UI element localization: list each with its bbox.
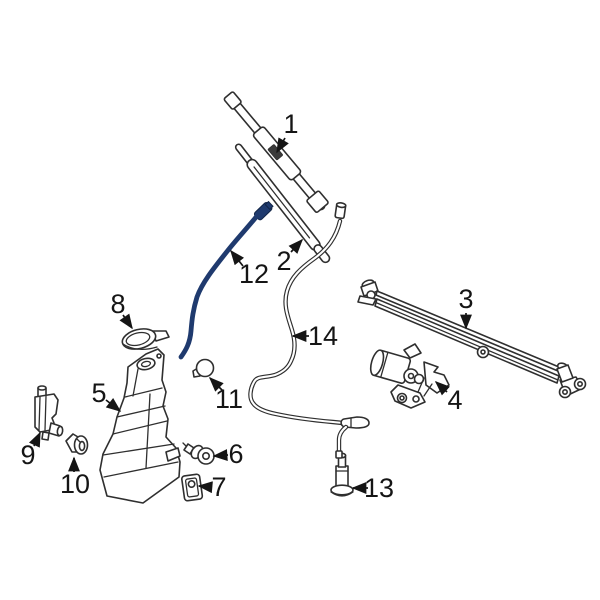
callout-number-grommet: 10 bbox=[60, 469, 90, 499]
washer-pump-drawing bbox=[34, 385, 64, 441]
callout-arrow-screw bbox=[212, 449, 229, 461]
callout-number-washer-pump: 9 bbox=[20, 440, 35, 470]
callout-number-bracket-clip: 7 bbox=[211, 472, 226, 502]
callout-arrow-reservoir-cap bbox=[119, 313, 133, 330]
grommet-drawing bbox=[65, 433, 89, 455]
bracket-clip-drawing bbox=[181, 473, 204, 502]
callout-number-cap-seal: 11 bbox=[215, 384, 243, 414]
washer-reservoir-drawing bbox=[99, 348, 181, 504]
callout-number-wiper-linkage: 3 bbox=[458, 284, 473, 314]
washer-hose-rear-drawing bbox=[248, 202, 370, 459]
callout-arrow-cap-seal bbox=[208, 376, 224, 392]
callout-number-reservoir-cap: 8 bbox=[110, 289, 125, 319]
cap-seal-drawing bbox=[192, 358, 215, 378]
callout-arrow-washer-hose-front bbox=[230, 249, 245, 267]
callout-number-wiper-blade: 1 bbox=[283, 109, 298, 139]
wiper-motor-drawing bbox=[369, 343, 450, 409]
callout-number-wiper-arm: 2 bbox=[276, 246, 291, 276]
callout-arrow-washer-pump bbox=[28, 431, 41, 448]
callout-number-washer-hose-rear: 14 bbox=[308, 321, 338, 351]
callout-number-screw: 6 bbox=[228, 439, 243, 469]
callout-arrow-wiper-blade bbox=[276, 137, 289, 154]
callout-arrow-washer-reservoir bbox=[105, 398, 122, 412]
bolt-drawing bbox=[330, 452, 354, 497]
reservoir-cap-drawing bbox=[121, 328, 170, 351]
callout-arrow-wiper-arm bbox=[288, 238, 304, 254]
wiper-linkage-drawing bbox=[357, 279, 587, 399]
washer-hose-front-drawing bbox=[178, 200, 274, 360]
callout-number-washer-reservoir: 5 bbox=[91, 378, 106, 408]
callout-number-washer-hose-front: 12 bbox=[239, 259, 269, 289]
callout-number-bolt: 13 bbox=[364, 473, 394, 503]
callout-arrow-wiper-motor bbox=[434, 380, 450, 396]
callout-arrow-bracket-clip bbox=[197, 481, 213, 494]
callout-number-wiper-motor: 4 bbox=[447, 385, 462, 415]
screw-drawing bbox=[182, 442, 215, 465]
